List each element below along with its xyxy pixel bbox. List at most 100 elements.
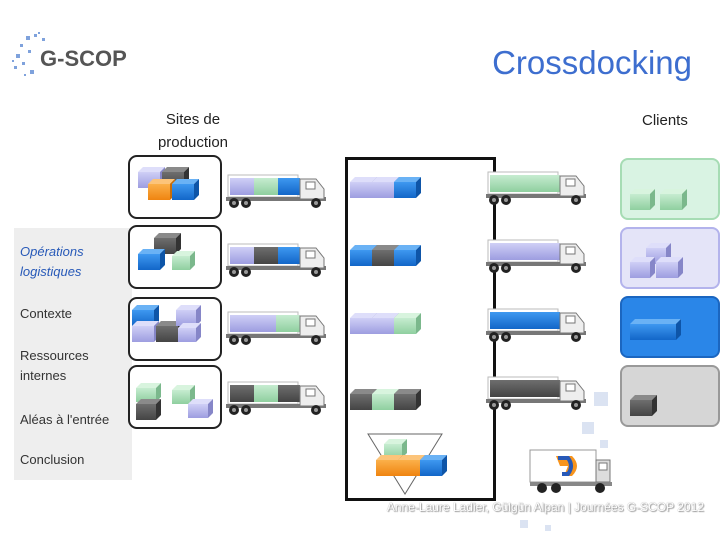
truck-cab-window [306, 319, 315, 326]
truck-wheel [311, 335, 321, 345]
truck-cargo-gray [230, 385, 254, 402]
sites-label: Sites de production [150, 108, 236, 154]
menu-item-aleas[interactable]: Aléas à l'entrée [20, 410, 109, 430]
production-site-2 [128, 225, 222, 289]
sites-label-line1: Sites de [150, 108, 236, 131]
truck-chassis [486, 194, 586, 198]
truck-cab [300, 316, 324, 336]
menu-item-aleas-label: Aléas à l'entrée [20, 410, 109, 430]
truck-cab [560, 176, 584, 196]
truck-cargo-lav [230, 247, 254, 264]
production-site-3 [128, 297, 222, 361]
menu-item-operations[interactable]: Opérations logistiques [20, 242, 84, 282]
truck-trailer [228, 244, 298, 266]
truck-cargo-green [490, 175, 560, 192]
truck-wheel [501, 400, 511, 410]
truck-hub [314, 408, 318, 412]
truck-wheel [229, 267, 239, 277]
truck-wheel [229, 405, 239, 415]
truck-hub [232, 270, 236, 274]
truck-cargo-green [254, 385, 278, 402]
truck-wheel [501, 263, 511, 273]
truck-wheel [501, 195, 511, 205]
truck-chassis [226, 266, 326, 270]
truck-cab-window [566, 179, 575, 186]
truck-hub [244, 201, 248, 205]
truck-cargo-blue [278, 178, 300, 195]
production-site-4 [128, 365, 222, 429]
truck-trailer [228, 312, 298, 334]
truck-wheel [229, 198, 239, 208]
truck-cab [560, 381, 584, 401]
truck-hub [504, 266, 508, 270]
menu-item-operations-line1: Opérations [20, 242, 84, 262]
truck-cargo-gray [254, 247, 278, 264]
truck-wheel [571, 400, 581, 410]
truck-hub [574, 403, 578, 407]
truck-cargo-gray [490, 380, 560, 397]
truck-wheel [571, 195, 581, 205]
menu-item-ressources-line1: Ressources [20, 346, 89, 366]
truck-hub [244, 408, 248, 412]
truck-trailer [488, 172, 558, 194]
truck-chassis [226, 404, 326, 408]
truck-wheel [501, 332, 511, 342]
truck-cargo-blue [490, 312, 560, 329]
truck-hub [504, 335, 508, 339]
truck-hub [504, 198, 508, 202]
truck-trailer [488, 309, 558, 331]
truck-cab-window [566, 247, 575, 254]
gscop-logo: G-SCOP [8, 30, 138, 84]
truck-hub [574, 266, 578, 270]
menu-item-contexte-label: Contexte [20, 304, 72, 324]
crossdock-platform [345, 157, 496, 501]
truck-hub [244, 338, 248, 342]
truck-hub [574, 335, 578, 339]
truck-wheel [241, 335, 251, 345]
truck-cab [300, 248, 324, 268]
truck-cargo-green [254, 178, 278, 195]
truck-cargo-lav [230, 315, 276, 332]
menu-item-contexte[interactable]: Contexte [20, 304, 72, 324]
truck-wheel [311, 267, 321, 277]
decor-square [520, 520, 528, 528]
truck-trailer [228, 382, 298, 404]
truck-hub [314, 270, 318, 274]
truck-hub [314, 338, 318, 342]
truck-cab [560, 313, 584, 333]
client-gray [620, 365, 720, 427]
footer-credits: Anne-Laure Ladier, Gülgün Alpan | Journé… [387, 500, 704, 514]
client-lavender [620, 227, 720, 289]
truck-cab [300, 179, 324, 199]
truck-wheel [311, 405, 321, 415]
menu-item-conclusion[interactable]: Conclusion [20, 450, 84, 470]
truck-hub [574, 198, 578, 202]
menu-item-conclusion-label: Conclusion [20, 450, 84, 470]
truck-chassis [226, 197, 326, 201]
truck-chassis [486, 399, 586, 403]
logo-text: G-SCOP [40, 46, 127, 71]
truck-trailer [228, 175, 298, 197]
truck-hub [232, 408, 236, 412]
truck-wheel [241, 198, 251, 208]
truck-cargo-green [276, 315, 300, 332]
truck-wheel [571, 332, 581, 342]
truck-wheel [241, 405, 251, 415]
truck-wheel [571, 263, 581, 273]
clients-label: Clients [642, 112, 688, 129]
truck-chassis [486, 331, 586, 335]
truck-trailer [488, 240, 558, 262]
truck-cargo-lav [490, 243, 560, 260]
sites-label-line2: production [150, 131, 236, 154]
truck-cab-window [306, 251, 315, 258]
client-blue [620, 296, 720, 358]
truck-cargo-gray [278, 385, 300, 402]
truck-hub [232, 338, 236, 342]
decor-square [582, 422, 594, 434]
truck-trailer [488, 377, 558, 399]
menu-item-ressources[interactable]: Ressources internes [20, 346, 89, 386]
truck-cargo-blue [278, 247, 300, 264]
production-site-1 [128, 155, 222, 219]
truck-hub [314, 201, 318, 205]
menu-item-ressources-line2: internes [20, 366, 89, 386]
